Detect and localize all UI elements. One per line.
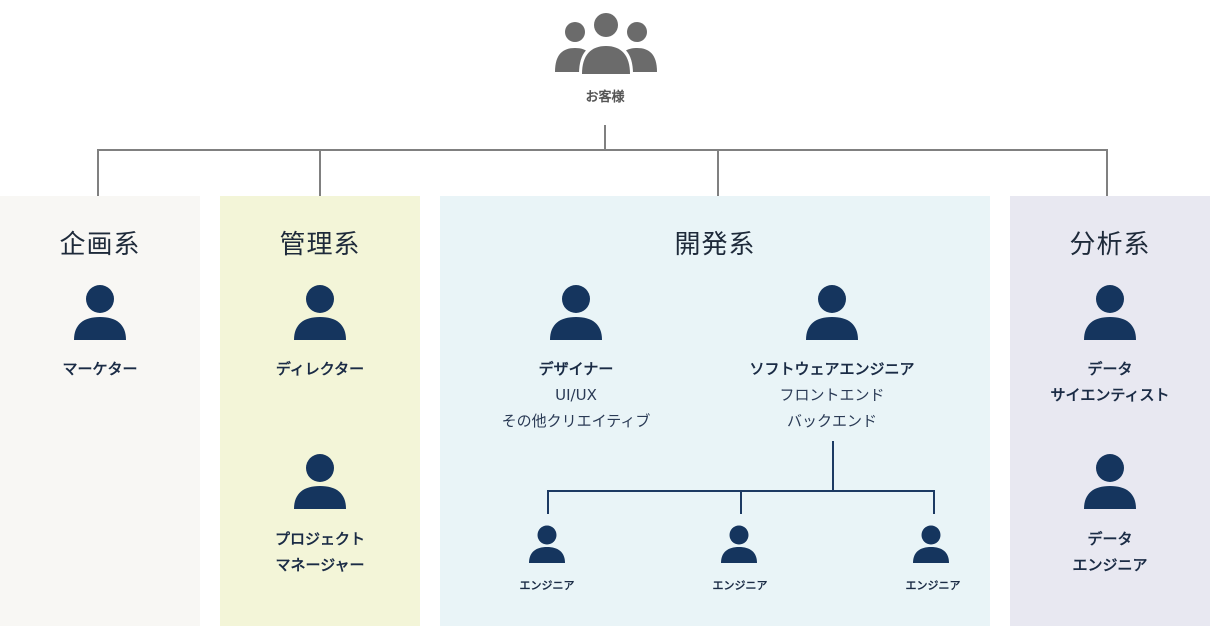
person-icon xyxy=(528,525,566,563)
person-icon xyxy=(912,525,950,563)
panel-title: 開発系 xyxy=(674,230,756,260)
person-icon xyxy=(549,284,603,340)
customer-label: お客様 xyxy=(585,90,625,105)
customer-icon xyxy=(553,8,659,78)
person-icon xyxy=(805,284,859,340)
role-engineer: エンジニア xyxy=(712,579,768,592)
panel-analysis: 分析系 データ サイエンティスト データ エンジニア xyxy=(1010,196,1210,626)
connector-management xyxy=(319,149,321,196)
person-icon xyxy=(73,284,127,340)
engineer-connector-mid xyxy=(740,490,742,514)
person-icon xyxy=(720,525,758,563)
person-icon xyxy=(293,284,347,340)
panel-development: 開発系 デザイナー UI/UX その他クリエイティブ ソフトウェアエンジニア フ… xyxy=(440,196,990,626)
engineer-connector-trunk xyxy=(832,441,834,492)
panel-title: 管理系 xyxy=(279,230,361,260)
connector-trunk xyxy=(604,125,606,150)
engineer-connector-right xyxy=(933,490,935,514)
role-marketer: マーケター xyxy=(62,360,138,378)
connector-planning xyxy=(97,149,99,196)
role-director: ディレクター xyxy=(275,360,365,378)
person-icon xyxy=(1083,284,1137,340)
role-designer: デザイナー UI/UX その他クリエイティブ xyxy=(501,360,651,430)
role-data-engineer: データ エンジニア xyxy=(1072,530,1148,574)
panel-planning: 企画系 マーケター xyxy=(0,196,200,626)
engineer-connector-left xyxy=(547,490,549,514)
users-group-icon xyxy=(555,11,657,74)
connector-analysis xyxy=(1106,149,1108,196)
role-engineer: エンジニア xyxy=(905,579,961,592)
role-software-engineer: ソフトウェアエンジニア フロントエンド バックエンド xyxy=(749,360,915,430)
role-data-scientist: データ サイエンティスト xyxy=(1050,360,1170,404)
connector-development xyxy=(717,149,719,196)
panel-management: 管理系 ディレクター プロジェクト マネージャー xyxy=(220,196,420,626)
panel-title: 分析系 xyxy=(1069,230,1151,260)
connector-horizontal xyxy=(97,149,1108,151)
panel-title: 企画系 xyxy=(59,230,141,260)
person-icon xyxy=(293,453,347,509)
role-project-manager: プロジェクト マネージャー xyxy=(274,530,366,574)
person-icon xyxy=(1083,453,1137,509)
role-engineer: エンジニア xyxy=(519,579,575,592)
